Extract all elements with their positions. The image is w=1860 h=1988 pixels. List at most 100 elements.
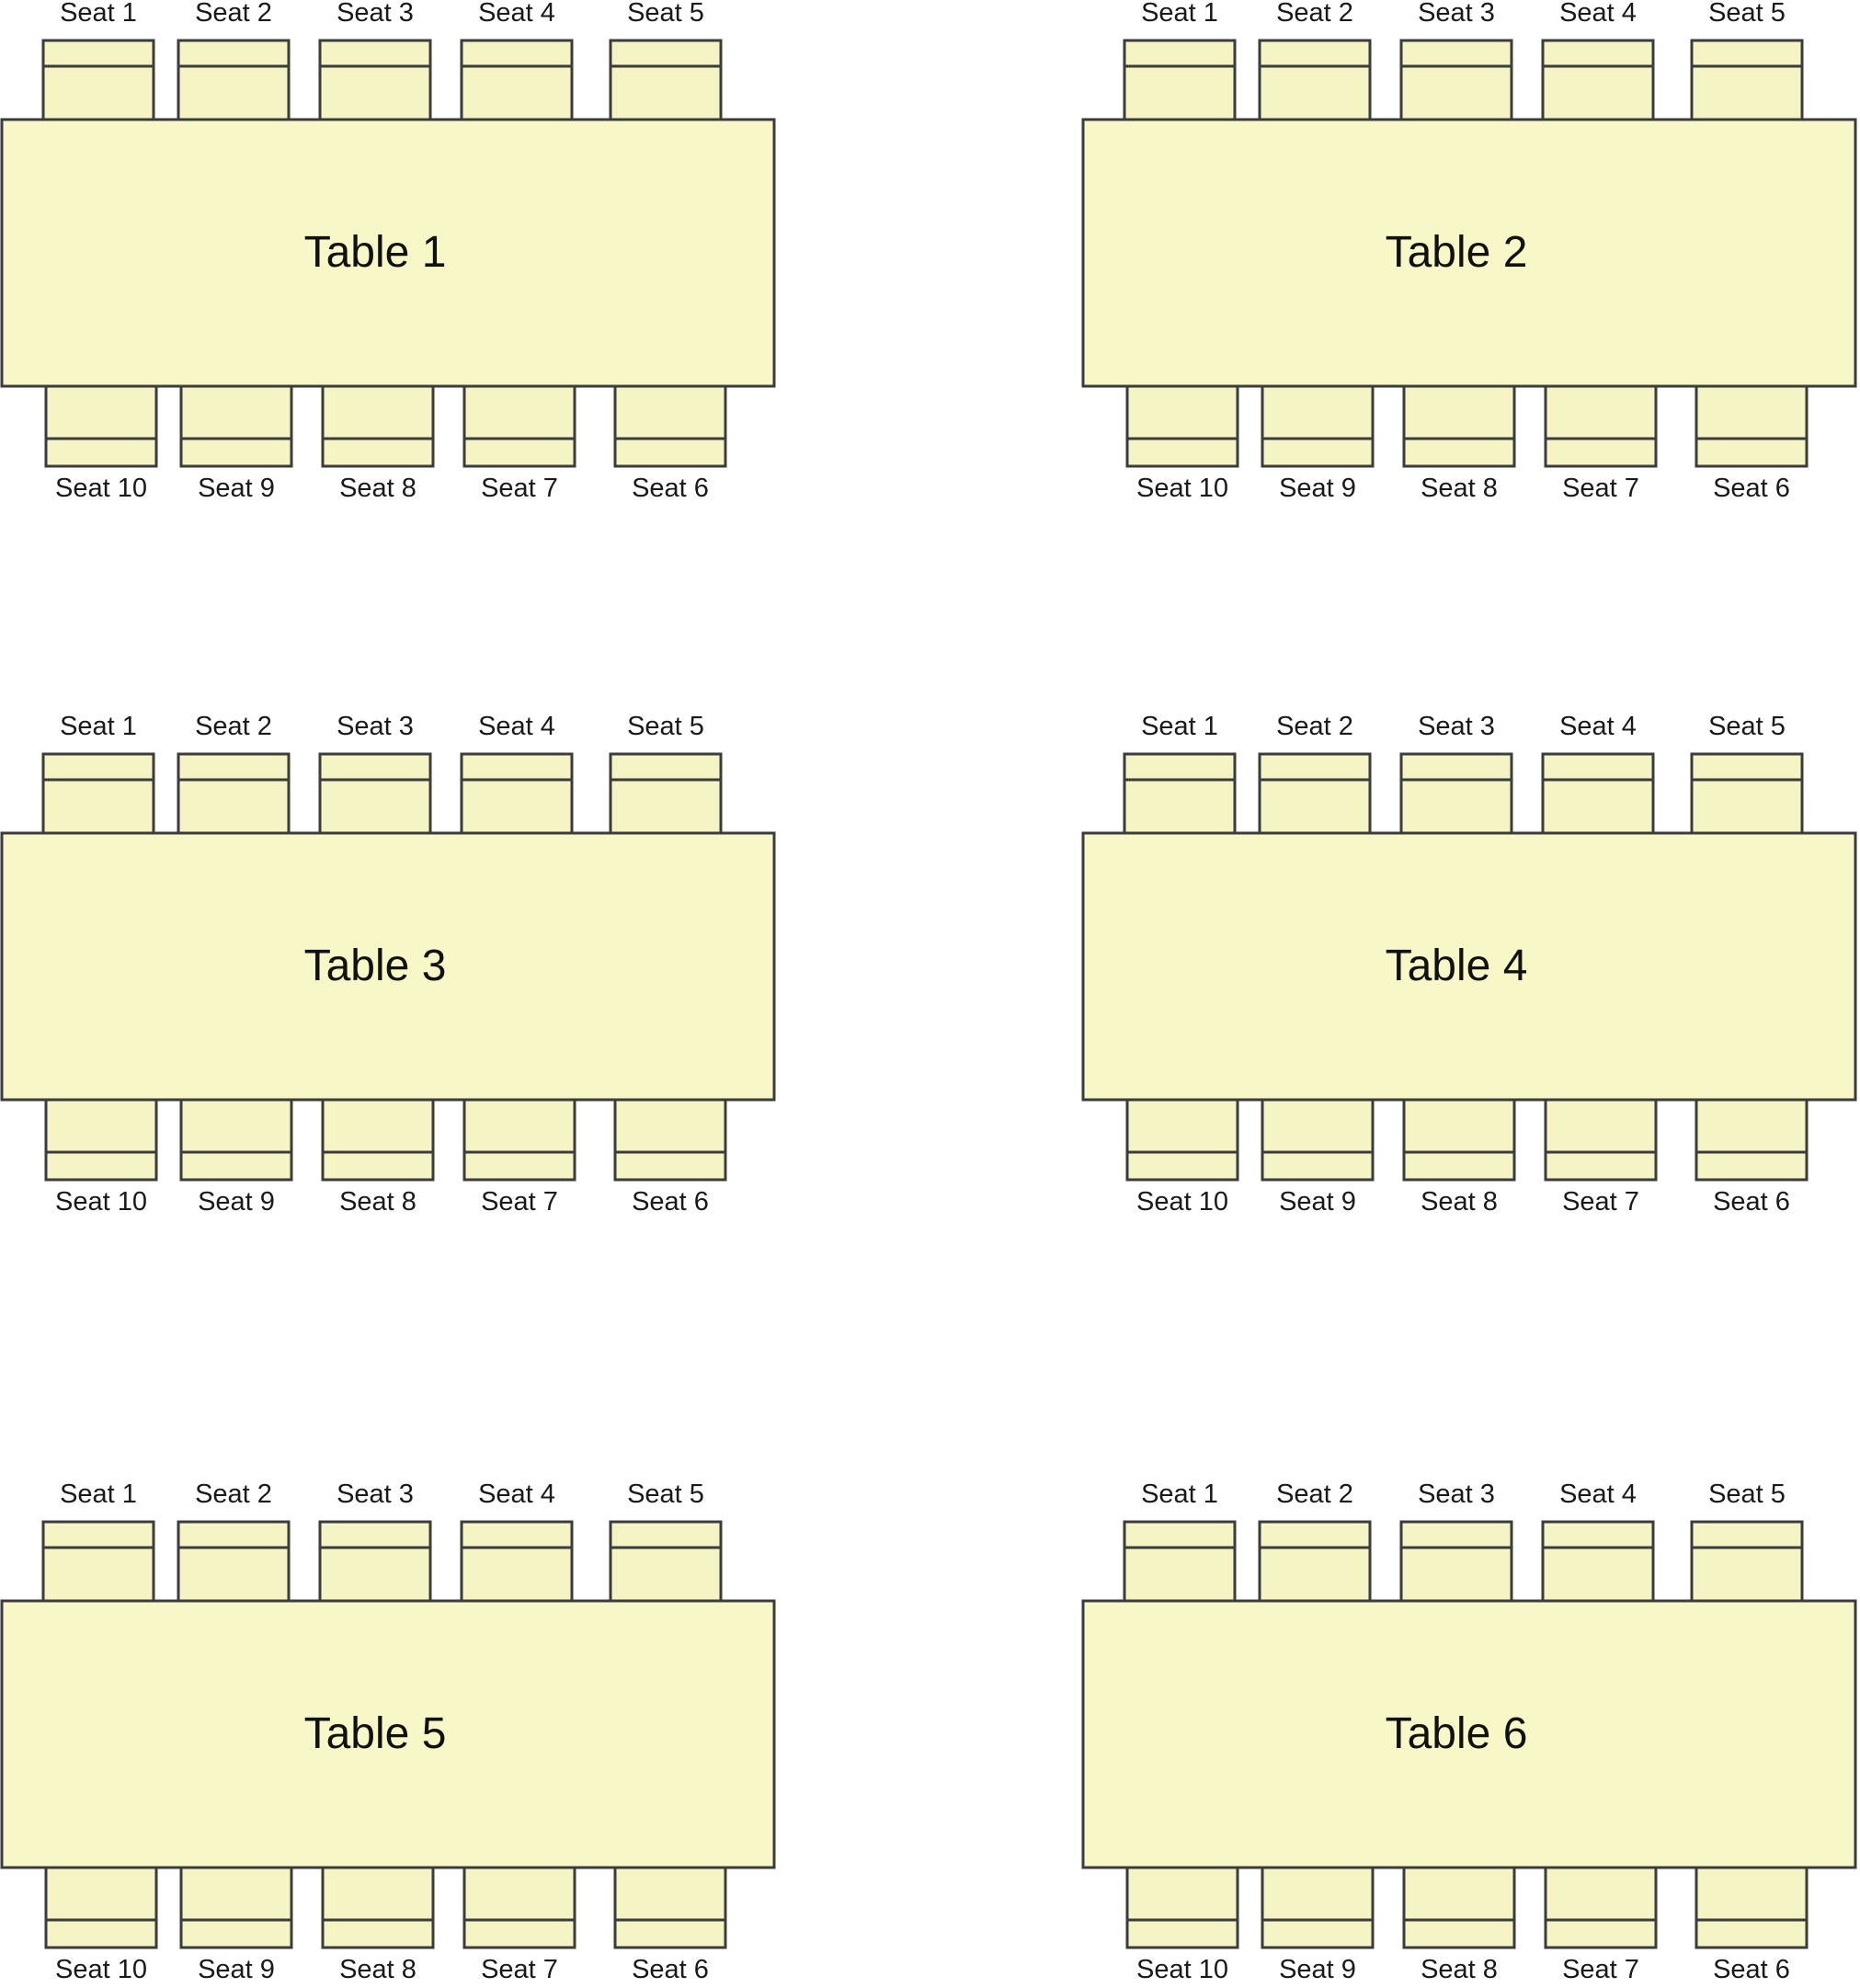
chair-seat xyxy=(462,384,576,468)
chair-seat xyxy=(41,1520,155,1603)
seat-label: Seat 7 xyxy=(1562,1187,1639,1217)
chair-seat xyxy=(1402,1098,1516,1182)
chair-seat xyxy=(179,1098,293,1182)
seat-label: Seat 9 xyxy=(1279,1187,1356,1217)
seat-label: Seat 2 xyxy=(1276,0,1353,28)
chair xyxy=(609,1520,723,1603)
chair xyxy=(609,752,723,835)
chair xyxy=(41,1520,155,1603)
chair-seat xyxy=(1258,1520,1372,1603)
seat-label: Seat 8 xyxy=(1421,474,1498,503)
chair-seat xyxy=(177,752,291,835)
seat-label: Seat 10 xyxy=(1136,1955,1228,1984)
chair-seat xyxy=(1261,384,1375,468)
chair-seat xyxy=(177,1520,291,1603)
seat-label: Seat 9 xyxy=(198,474,275,503)
chair-seat xyxy=(460,1520,574,1603)
chair-seat xyxy=(44,1098,158,1182)
chair-seat xyxy=(1695,384,1809,468)
chair xyxy=(1261,384,1375,468)
chair xyxy=(1123,39,1237,121)
seat-label: Seat 3 xyxy=(1418,0,1495,28)
seat-label: Seat 1 xyxy=(1141,712,1218,741)
table-top xyxy=(0,1599,776,1869)
seat-label: Seat 1 xyxy=(60,1480,137,1509)
seat-label: Seat 6 xyxy=(1713,1187,1790,1217)
chair-seat xyxy=(1261,1098,1375,1182)
table-top xyxy=(0,831,776,1102)
chair xyxy=(1541,1520,1655,1603)
seat-label: Seat 5 xyxy=(627,712,704,741)
chair xyxy=(1399,39,1513,121)
seat-label: Seat 4 xyxy=(1559,712,1637,741)
chair-seat xyxy=(44,384,158,468)
chair xyxy=(177,752,291,835)
seat-label: Seat 9 xyxy=(1279,474,1356,503)
chair-seat xyxy=(1125,1866,1239,1949)
chair-seat xyxy=(613,384,727,468)
chair xyxy=(1544,1866,1658,1949)
seat-label: Seat 3 xyxy=(337,712,414,741)
seat-label: Seat 5 xyxy=(627,0,704,28)
chair xyxy=(179,1098,293,1182)
chair xyxy=(1695,1098,1809,1182)
chair xyxy=(1399,1520,1513,1603)
chair xyxy=(1695,1866,1809,1949)
chair-seat xyxy=(1123,39,1237,121)
chair-seat xyxy=(1690,1520,1804,1603)
seat-label: Seat 6 xyxy=(1713,1955,1790,1984)
seat-label: Seat 6 xyxy=(632,1955,709,1984)
chair-seat xyxy=(1399,1520,1513,1603)
chair xyxy=(1402,1866,1516,1949)
seat-label: Seat 4 xyxy=(1559,0,1637,28)
seat-label: Seat 10 xyxy=(1136,1187,1228,1217)
seat-label: Seat 10 xyxy=(1136,474,1228,503)
chair-seat xyxy=(1258,39,1372,121)
chair xyxy=(460,752,574,835)
seat-label: Seat 4 xyxy=(478,1480,555,1509)
chair-seat xyxy=(462,1866,576,1949)
chair xyxy=(1261,1866,1375,1949)
table-top xyxy=(1081,831,1857,1102)
chair xyxy=(41,752,155,835)
chair-seat xyxy=(44,1866,158,1949)
seat-label: Seat 3 xyxy=(1418,1480,1495,1509)
chair xyxy=(1125,384,1239,468)
chair xyxy=(613,384,727,468)
seat-label: Seat 10 xyxy=(55,1955,147,1984)
chair-seat xyxy=(1541,752,1655,835)
chair xyxy=(318,752,432,835)
chair xyxy=(460,39,574,121)
chair-seat xyxy=(41,39,155,121)
chair-seat xyxy=(1695,1098,1809,1182)
seat-label: Seat 10 xyxy=(55,1187,147,1217)
chair xyxy=(1541,752,1655,835)
chair-seat xyxy=(1123,1520,1237,1603)
seat-label: Seat 4 xyxy=(478,712,555,741)
seat-label: Seat 1 xyxy=(60,0,137,28)
chair xyxy=(1402,384,1516,468)
chair-seat xyxy=(1258,752,1372,835)
chair xyxy=(609,39,723,121)
chair-seat xyxy=(1261,1866,1375,1949)
chair-seat xyxy=(321,384,435,468)
chair xyxy=(1402,1098,1516,1182)
chair-seat xyxy=(1123,752,1237,835)
chair xyxy=(321,384,435,468)
chair-seat xyxy=(1125,1098,1239,1182)
chair-seat xyxy=(177,39,291,121)
seat-label: Seat 9 xyxy=(198,1955,275,1984)
chair-seat xyxy=(609,752,723,835)
seat-label: Seat 6 xyxy=(1713,474,1790,503)
seat-label: Seat 5 xyxy=(1708,712,1786,741)
seat-label: Seat 7 xyxy=(481,1955,558,1984)
chair-seat xyxy=(318,39,432,121)
chair-seat xyxy=(462,1098,576,1182)
seat-label: Seat 1 xyxy=(1141,1480,1218,1509)
chair xyxy=(179,384,293,468)
chair xyxy=(44,1098,158,1182)
table-top xyxy=(1081,1599,1857,1869)
